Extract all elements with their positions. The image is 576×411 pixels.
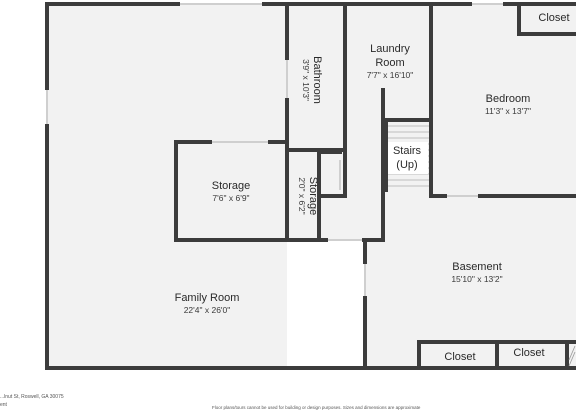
laundry-dims: 7'7" x 16'10" [367, 70, 414, 80]
laundry-name-line2: Room [375, 57, 404, 69]
address-text: ...lnut St, Roswell, GA 30075 [0, 394, 64, 400]
storage-small-label: Storage 2'0" x 6'2" [297, 177, 319, 216]
laundry-name-line1: Laundry [370, 43, 410, 55]
closet-bottom-2-name: Closet [513, 347, 544, 359]
walls [45, 2, 576, 370]
stairs-name-line2: (Up) [396, 159, 417, 171]
bathroom-label: Bathroom 3'9" x 10'3" [301, 56, 323, 104]
bathroom-dims: 3'9" x 10'3" [301, 59, 311, 101]
hatch-detail [568, 345, 576, 367]
bedroom-name: Bedroom [486, 93, 531, 105]
closet-top-name: Closet [538, 12, 569, 24]
openings [46, 3, 503, 296]
bedroom-dims: 11'3" x 13'7" [485, 106, 531, 116]
storage-large-dims: 7'6" x 6'9" [212, 193, 249, 203]
closet-bottom-1-name: Closet [444, 351, 475, 363]
disclaimer-text: Floor plans/tours cannot be used for bui… [212, 405, 421, 410]
stairs-label-bg [388, 142, 428, 174]
bathroom-name: Bathroom [311, 56, 323, 104]
storage-large-name: Storage [212, 180, 251, 192]
basement-dims: 15'10" x 13'2" [451, 274, 502, 284]
storage-small-dims: 2'0" x 6'2" [297, 177, 307, 214]
storage-small-name: Storage [307, 177, 319, 216]
stairs-name-line1: Stairs [393, 145, 422, 157]
address-text-line2: ent [0, 402, 7, 408]
family-room-dims: 22'4" x 26'0" [184, 305, 231, 315]
address-footer: ...lnut St, Roswell, GA 30075 ent [0, 393, 120, 409]
family-room-name: Family Room [175, 292, 240, 304]
basement-name: Basement [452, 261, 502, 273]
